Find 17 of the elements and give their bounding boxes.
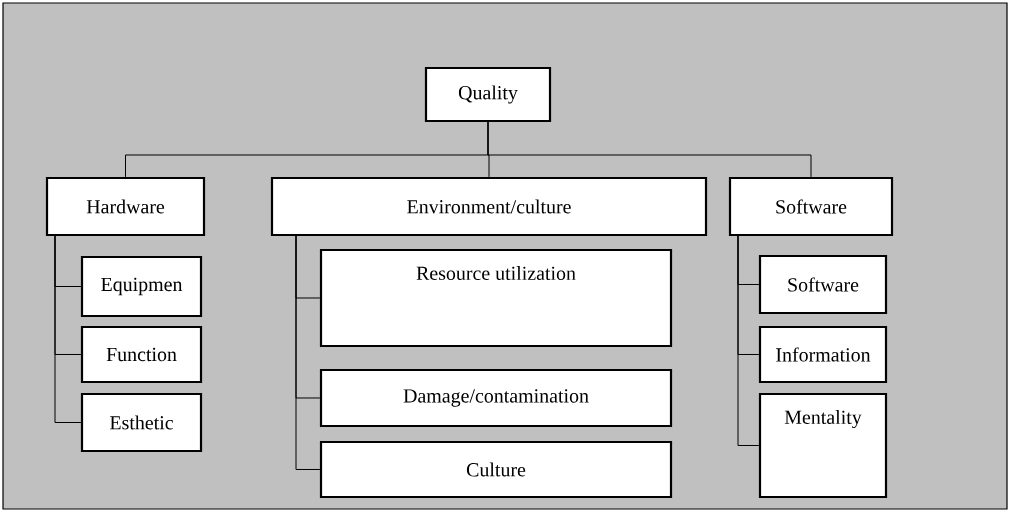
connector-line bbox=[487, 121, 812, 178]
item-box: Resource utilization bbox=[319, 248, 673, 348]
item-box: Damage/contamination bbox=[319, 368, 673, 428]
category-box: Software bbox=[728, 176, 894, 237]
category-box: Hardware bbox=[45, 176, 206, 237]
connector-line bbox=[295, 235, 321, 470]
connector-line bbox=[54, 235, 82, 423]
category-box: Environment/culture bbox=[270, 176, 708, 237]
item-box: Esthetic bbox=[80, 392, 203, 453]
item-box: Information bbox=[758, 325, 888, 384]
item-box: Equipmen bbox=[80, 255, 203, 318]
item-box: Software bbox=[758, 254, 888, 315]
item-box: Mentality bbox=[758, 392, 888, 499]
item-box: Culture bbox=[319, 440, 673, 499]
title-box: Quality bbox=[424, 66, 552, 123]
item-box: Function bbox=[80, 325, 203, 384]
connector-line bbox=[737, 235, 760, 446]
